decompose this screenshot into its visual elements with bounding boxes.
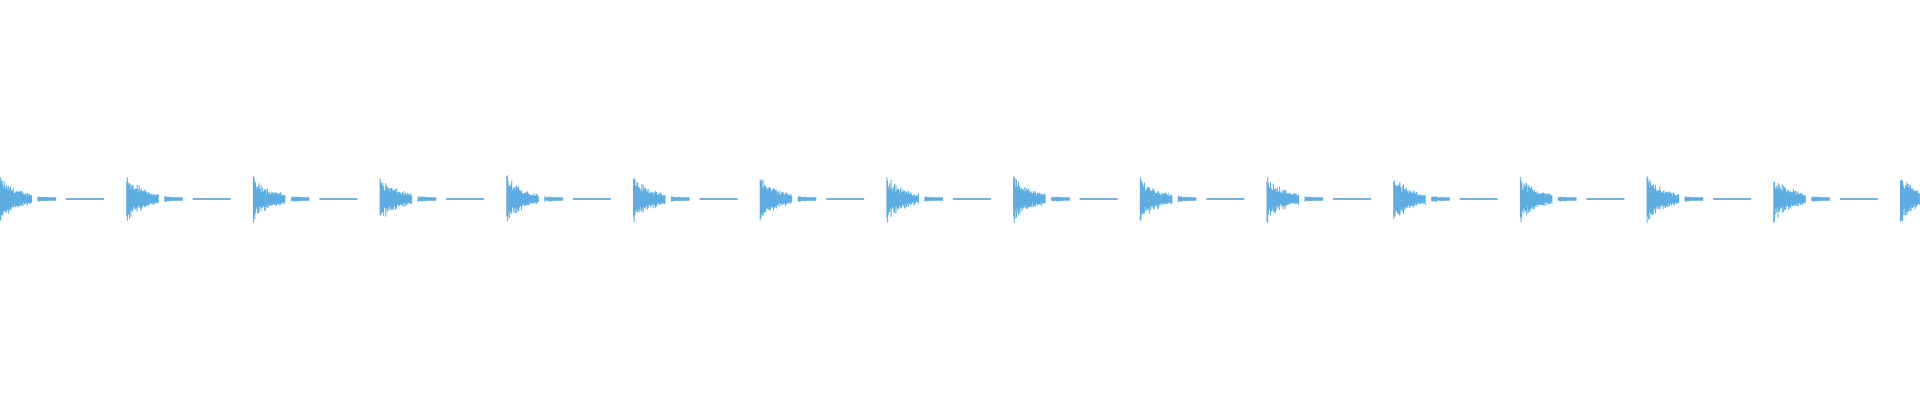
pulse-decay <box>37 196 57 202</box>
pulse-tail <box>192 198 231 200</box>
waveform-pulse <box>506 175 611 222</box>
pulse-decay <box>417 196 437 202</box>
pulse-attack <box>1013 176 1046 223</box>
waveform-pulse <box>759 179 865 221</box>
waveform-pulse <box>1139 177 1245 221</box>
pulse-decay <box>1177 195 1197 203</box>
pulse-tail <box>572 198 611 200</box>
waveform-pulse <box>1519 176 1625 223</box>
pulse-tail <box>1206 198 1245 200</box>
pulse-attack <box>633 177 666 222</box>
pulse-attack <box>0 177 32 221</box>
pulse-attack <box>759 179 793 221</box>
pulse-tail <box>1586 198 1625 200</box>
pulse-tail <box>1079 198 1118 200</box>
pulse-attack <box>252 176 286 224</box>
pulse-decay <box>1684 196 1704 202</box>
pulse-attack <box>1900 179 1920 222</box>
waveform-pulse <box>1646 176 1752 223</box>
pulse-decay <box>1304 196 1324 202</box>
pulse-decay <box>1051 196 1070 202</box>
pulse-attack <box>1139 177 1173 221</box>
pulse-attack <box>506 175 539 222</box>
pulse-tail <box>1839 198 1878 200</box>
waveform-pulse <box>886 177 991 223</box>
pulse-attack <box>886 177 919 223</box>
pulse-tail <box>699 198 738 200</box>
waveform-pulse <box>1900 179 1920 222</box>
pulse-decay <box>290 196 310 202</box>
waveform-track <box>0 175 1920 224</box>
waveform-pulse <box>1266 176 1371 223</box>
pulse-attack <box>1773 181 1806 224</box>
pulse-attack <box>1393 180 1426 220</box>
pulse-decay <box>924 196 943 202</box>
pulse-attack <box>1266 176 1299 223</box>
pulse-tail <box>1713 198 1752 200</box>
pulse-decay <box>544 196 563 202</box>
waveform-pulse <box>1773 181 1878 224</box>
waveform-pulse <box>633 177 738 222</box>
pulse-attack <box>379 178 413 217</box>
pulse-decay <box>1557 196 1577 202</box>
waveform-pulse <box>126 177 231 221</box>
waveform-pulse <box>1393 180 1498 220</box>
pulse-decay <box>1431 196 1450 202</box>
pulse-tail <box>66 198 104 200</box>
pulse-tail <box>446 198 485 200</box>
pulse-tail <box>1459 198 1498 200</box>
pulse-attack <box>1646 176 1680 223</box>
pulse-tail <box>1333 198 1371 200</box>
waveform-pulse <box>0 177 104 221</box>
pulse-decay <box>797 196 817 202</box>
pulse-attack <box>126 177 159 221</box>
pulse-tail <box>952 198 991 200</box>
pulse-decay <box>164 196 183 202</box>
pulse-decay <box>671 196 690 202</box>
pulse-tail <box>319 198 358 200</box>
pulse-attack <box>1519 176 1553 223</box>
waveform-pulse <box>379 178 485 217</box>
pulse-tail <box>826 198 865 200</box>
waveform-pulse <box>1013 176 1118 223</box>
waveform-pulse <box>252 176 358 224</box>
pulse-decay <box>1811 196 1830 202</box>
